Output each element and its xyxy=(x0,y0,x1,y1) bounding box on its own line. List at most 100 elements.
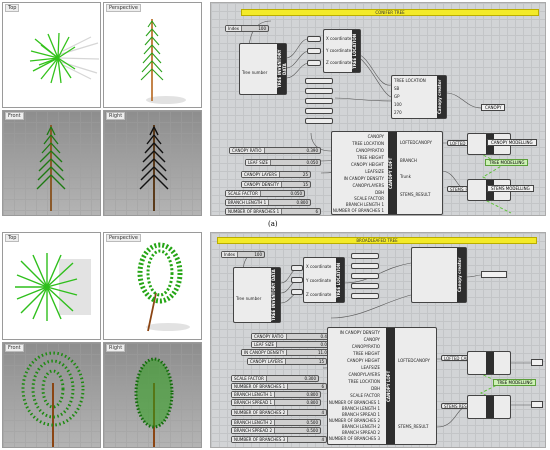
component-title: TREE INVENTORY DATA xyxy=(277,44,287,94)
port-label: BRANCH SPREAD 1 xyxy=(341,412,380,417)
param-slider[interactable]: IN CANOPY DENSITY 11.000 xyxy=(241,349,335,356)
viewport-label[interactable]: Perspective xyxy=(106,234,141,242)
param-node[interactable] xyxy=(351,273,379,279)
port-label: NUMBER OF BRANCHES 1 xyxy=(332,208,384,213)
slider-label: SCALE FACTOR xyxy=(226,191,261,196)
index-slider[interactable]: Index 100 xyxy=(225,25,269,32)
param-slider[interactable]: CANOPY LAYERS 15 xyxy=(247,358,327,365)
param-slider[interactable]: BRANCH SPREAD 1 0.800 xyxy=(231,399,321,406)
param-node[interactable] xyxy=(351,283,379,289)
port-label: STEMS_RESULT xyxy=(400,192,431,197)
tree-modelling-output[interactable]: TREE MODELLING xyxy=(493,379,537,386)
bottom-panel: Top Perspective Front Right xyxy=(0,230,550,450)
slider-value: 0.800 xyxy=(306,400,318,405)
viewport-front[interactable]: Front xyxy=(2,110,101,216)
viewport-front[interactable]: Front xyxy=(2,342,101,448)
tree-location-component[interactable]: X coordinate Y coordinate Z coordinate T… xyxy=(323,29,361,73)
param-slider[interactable]: SCALE FACTOR 0.300 xyxy=(231,375,319,382)
list-item-node[interactable] xyxy=(291,289,303,295)
viewport-top[interactable]: Top xyxy=(2,2,101,108)
param-node[interactable] xyxy=(305,88,333,94)
canopy-loft-component[interactable]: IN CANOPY DENSITY CANOPY CANOPYRATIO TRE… xyxy=(327,327,437,445)
slider-label: CANOPY DENSITY xyxy=(242,182,282,187)
param-slider[interactable]: CANOPY RATIO 0.390 xyxy=(229,147,321,154)
list-item-node[interactable] xyxy=(307,36,321,42)
port-label: BRANCH LENGTH 1 xyxy=(341,406,380,411)
canopy-output-param[interactable]: CANOPY xyxy=(481,104,506,111)
port-label: TREE HEIGHT xyxy=(357,155,384,160)
tree-location-component[interactable]: X coordinate Y coordinate Z coordinate T… xyxy=(303,257,345,303)
custom-preview-component[interactable] xyxy=(467,351,511,375)
output-param[interactable] xyxy=(531,401,543,408)
broadleaf-right-render xyxy=(134,357,174,447)
param-node[interactable] xyxy=(305,118,333,124)
grasshopper-canvas[interactable]: CONIFER TREE Index 100 Tree number TREE … xyxy=(210,2,546,216)
param-slider[interactable]: NUMBER OF BRANCHES 3 4 xyxy=(231,436,327,443)
param-slider[interactable]: NUMBER OF BRANCHES 1 6 xyxy=(225,208,321,215)
viewport-label[interactable]: Front xyxy=(5,112,24,120)
param-node[interactable] xyxy=(351,253,379,259)
list-item-node[interactable] xyxy=(291,277,303,283)
slider-value: 0.500 xyxy=(306,420,318,425)
canopy-modelling-output[interactable]: CANOPY MODELLING xyxy=(487,139,537,146)
param-slider[interactable]: BRANCH LENGTH 1 0.800 xyxy=(231,391,321,398)
viewport-right[interactable]: Right xyxy=(103,342,202,448)
slider-label: LEAF SIZE xyxy=(252,342,278,347)
param-node[interactable] xyxy=(305,98,333,104)
param-node[interactable] xyxy=(351,293,379,299)
slider-value: 11.000 xyxy=(318,350,332,355)
viewport-right[interactable]: Right xyxy=(103,110,202,216)
tree-modelling-output[interactable]: TREE MODELLING xyxy=(485,159,529,166)
port-label: CANOPYLAYERS xyxy=(348,372,380,377)
port-label: LEAFSIZE xyxy=(365,169,384,174)
param-slider[interactable]: NUMBER OF BRANCHES 1 6 xyxy=(231,383,327,390)
param-slider[interactable]: CANOPY RATIO 0.461 xyxy=(251,333,335,340)
param-node[interactable] xyxy=(305,78,333,84)
viewport-label[interactable]: Right xyxy=(106,112,126,120)
param-slider[interactable]: CANOPY LAYERS 25 xyxy=(241,171,311,178)
viewport-label[interactable]: Right xyxy=(106,344,126,352)
param-slider[interactable]: CANOPY DENSITY 15 xyxy=(241,181,311,188)
list-item-node[interactable] xyxy=(307,60,321,66)
viewport-label[interactable]: Perspective xyxy=(106,4,141,12)
custom-preview-component[interactable] xyxy=(467,395,511,419)
index-slider[interactable]: Index 100 xyxy=(221,251,265,258)
slider-label: BRANCH SPREAD 1 xyxy=(232,400,276,405)
param-node[interactable] xyxy=(305,108,333,114)
param-slider[interactable]: SCALE FACTOR 0.050 xyxy=(225,190,305,197)
viewport-label[interactable]: Top xyxy=(5,4,20,12)
param-slider[interactable]: LEAF SIZE 0.061 xyxy=(251,341,335,348)
grasshopper-canvas[interactable]: BROADLEAFED TREE Index 100 Tree number T… xyxy=(210,232,546,448)
slider-label: Index xyxy=(222,252,239,257)
canopy-output-param[interactable] xyxy=(481,271,507,278)
list-item-node[interactable] xyxy=(291,265,303,271)
list-item-node[interactable] xyxy=(307,48,321,54)
tree-inventory-component[interactable]: Tree number TREE INVENTORY DATA xyxy=(239,43,287,95)
param-node[interactable] xyxy=(351,263,379,269)
canopy-creator-component[interactable]: Canopy creator xyxy=(411,247,467,303)
param-slider[interactable]: LEAF SIZE 0.050 xyxy=(245,159,321,166)
canopy-creator-component[interactable]: TREE LOCATION SB GP 100 270 Canopy creat… xyxy=(391,75,447,119)
canopy-loft-component[interactable]: CANOPY TREE LOCATION CANOPYRATIO TREE HE… xyxy=(331,131,443,215)
param-slider[interactable]: BRANCH SPREAD 2 0.500 xyxy=(231,427,321,434)
port-label: CANOPY HEIGHT xyxy=(351,162,384,167)
slider-label: SCALE FACTOR xyxy=(232,376,267,381)
slider-value: 0.300 xyxy=(304,376,316,381)
stems-modelling-output[interactable]: STEMS MODELLING xyxy=(487,185,534,192)
slider-value: 0.800 xyxy=(306,392,318,397)
component-title xyxy=(486,396,494,418)
param-slider[interactable]: BRANCH LENGTH 2 0.500 xyxy=(231,419,321,426)
port-label: BRANCH SPREAD 2 xyxy=(341,430,380,435)
slider-value: 0.050 xyxy=(306,160,318,165)
tree-inventory-component[interactable]: Tree number TREE INVENTORY DATA xyxy=(233,267,281,323)
viewport-label[interactable]: Top xyxy=(5,234,20,242)
slider-label: CANOPY RATIO xyxy=(230,148,265,153)
param-slider[interactable]: NUMBER OF BRANCHES 2 4 xyxy=(231,409,327,416)
port-label: STEMS_RESULT xyxy=(398,424,429,429)
output-param[interactable] xyxy=(531,359,543,366)
viewport-label[interactable]: Front xyxy=(5,344,24,352)
viewport-perspective[interactable]: Perspective xyxy=(103,2,202,108)
viewport-top[interactable]: Top xyxy=(2,232,101,340)
viewport-perspective[interactable]: Perspective xyxy=(103,232,202,340)
param-slider[interactable]: BRANCH LENGTH 1 0.800 xyxy=(225,199,311,206)
